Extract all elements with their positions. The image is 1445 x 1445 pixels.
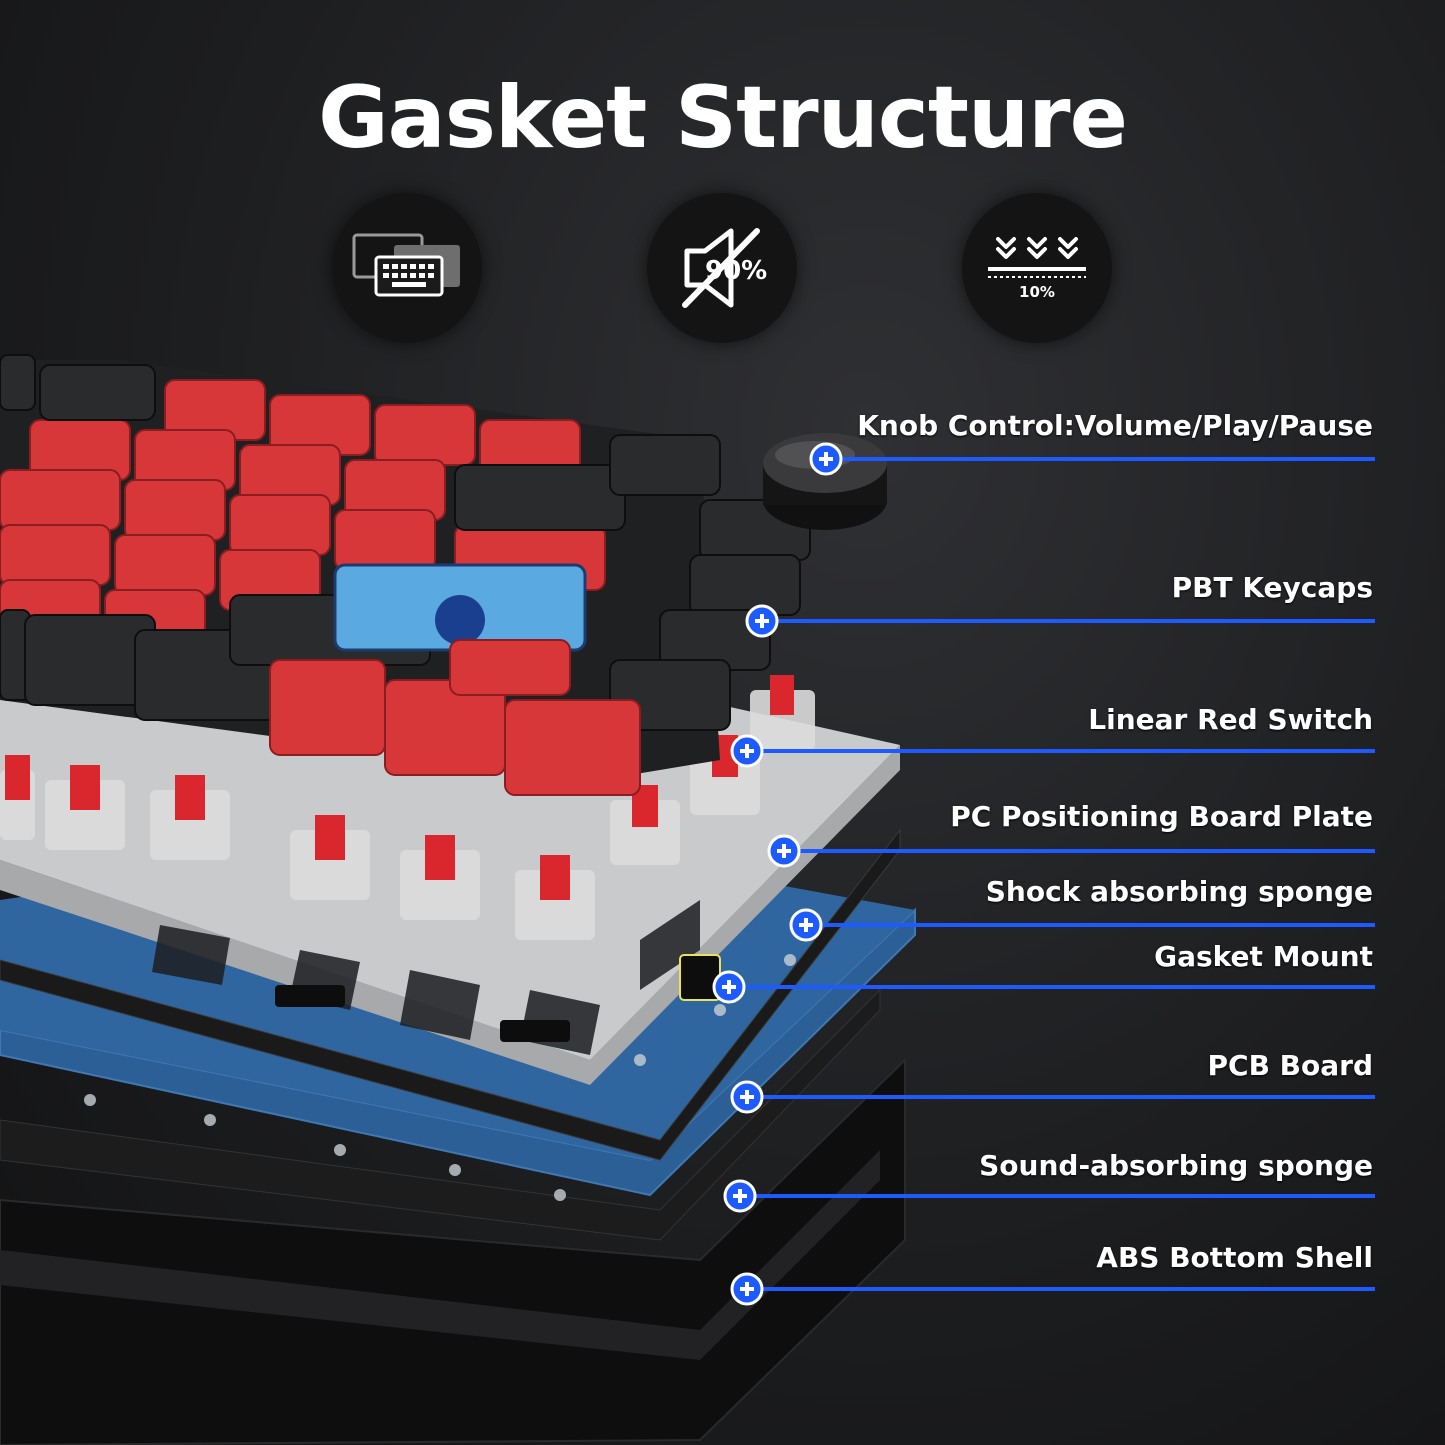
pbt-keycaps [0,354,811,796]
label-gasket-mount: Gasket Mount [1154,940,1373,973]
pcb-pads [84,954,796,1201]
callout-lines [729,457,1375,1291]
sound-absorbing-sponge [0,988,881,1241]
label-pc-plate: PC Positioning Board Plate [950,800,1373,833]
label-linear-red-switch: Linear Red Switch [1088,703,1373,736]
label-pcb-board: PCB Board [1207,1049,1373,1082]
label-pbt-keycaps: PBT Keycaps [1171,571,1373,604]
feature-keyboard-layers [332,193,482,343]
muted-speaker-icon: 90% [682,228,767,308]
gasket-mounts [275,954,721,1042]
label-knob-control: Knob Control:Volume/Play/Pause [857,409,1373,442]
volume-knob [763,433,887,530]
compression-arrows-icon: 10% [988,237,1086,301]
feature-noise-reduction: 90% [647,193,797,343]
label-abs-shell: ABS Bottom Shell [1096,1241,1373,1274]
page-title: Gasket Structure [318,68,1128,168]
callout-markers [712,442,843,1306]
noise-reduction-value: 90% [705,256,767,286]
label-sound-sponge: Sound-absorbing sponge [979,1149,1373,1182]
red-switches [0,675,815,940]
feature-compression: 10% [962,193,1112,343]
artisan-keycap [333,563,587,652]
label-shock-sponge: Shock absorbing sponge [985,875,1373,908]
keyboard-layers-icon [352,233,460,297]
compression-value: 10% [1019,283,1055,301]
